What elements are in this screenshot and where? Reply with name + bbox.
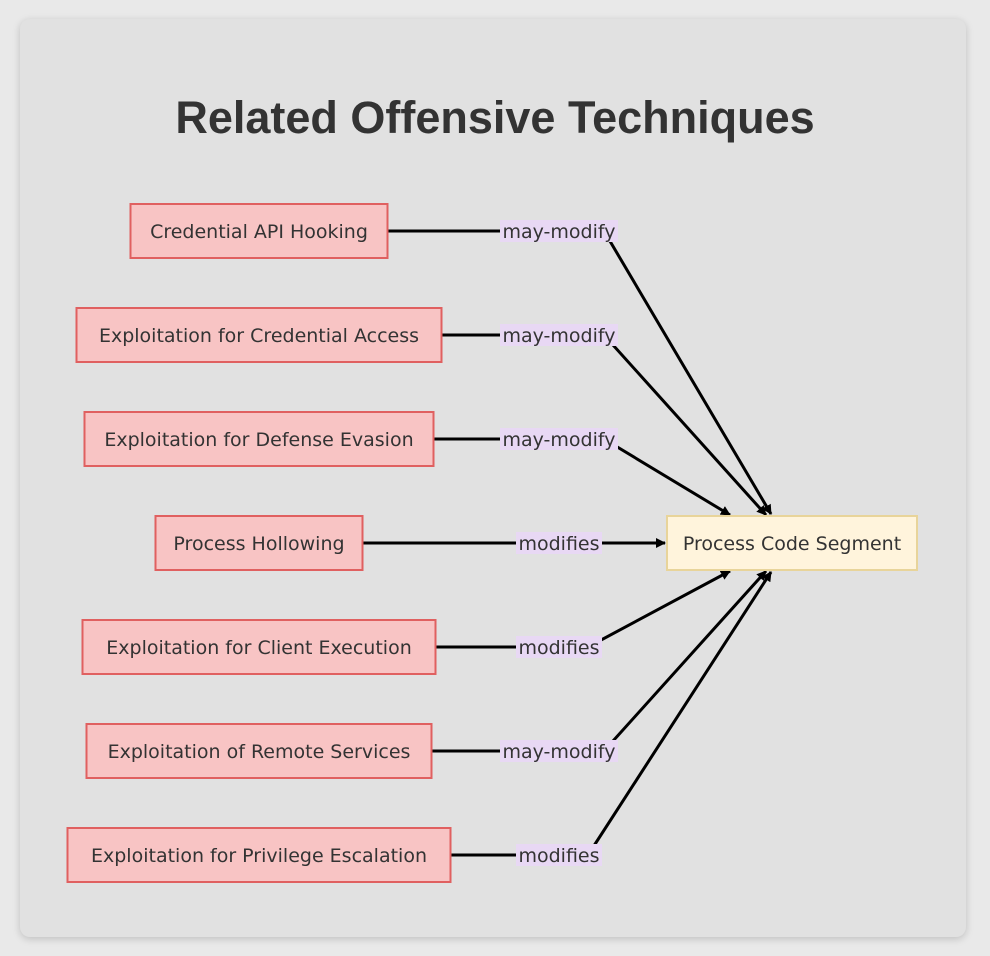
technique-node-label: Process Hollowing — [173, 533, 344, 555]
edge-label-background — [500, 220, 618, 242]
technique-node-label: Exploitation for Client Execution — [106, 637, 411, 659]
target-node[interactable]: Process Code Segment — [666, 515, 918, 571]
edge-label-text: modifies — [518, 533, 599, 555]
edge-label: may-modify — [500, 428, 618, 451]
technique-node[interactable]: Exploitation for Credential Access — [75, 307, 443, 363]
edge-label-text: modifies — [518, 637, 599, 659]
technique-node-box — [154, 515, 364, 571]
edge-label-background — [516, 636, 602, 658]
edge-label-text: may-modify — [503, 325, 616, 347]
technique-node[interactable]: Exploitation for Privilege Escalation — [66, 827, 452, 883]
edge-1 — [387, 229, 773, 515]
edge-label-text: modifies — [518, 845, 599, 867]
technique-node-box — [85, 723, 433, 779]
diagram-title: Related Offensive Techniques — [175, 92, 815, 143]
technique-node-label: Exploitation for Defense Evasion — [104, 429, 413, 451]
edge-label: may-modify — [500, 740, 618, 763]
technique-node-box — [66, 827, 452, 883]
technique-node-label: Credential API Hooking — [150, 221, 368, 243]
edge-label-background — [500, 428, 618, 450]
edge-label-background — [516, 532, 602, 554]
edge-7 — [450, 571, 773, 857]
edge-label-text: may-modify — [503, 429, 616, 451]
edge-label: may-modify — [500, 220, 618, 243]
edge-label: modifies — [516, 844, 602, 867]
technique-node-box — [81, 619, 437, 675]
technique-node-box — [83, 411, 435, 467]
edge-label-text: may-modify — [503, 741, 616, 763]
technique-node[interactable]: Exploitation for Client Execution — [81, 619, 437, 675]
technique-node-box — [75, 307, 443, 363]
technique-node[interactable]: Exploitation for Defense Evasion — [83, 411, 435, 467]
technique-node-box — [129, 203, 389, 259]
edge-5 — [435, 569, 731, 649]
edge-label-background — [500, 740, 618, 762]
diagram-card — [20, 19, 966, 937]
edge-label-background — [516, 844, 602, 866]
target-node-box — [666, 515, 918, 571]
technique-node[interactable]: Credential API Hooking — [129, 203, 389, 259]
edge-label: may-modify — [500, 324, 618, 347]
edge-label-text: may-modify — [503, 221, 616, 243]
technique-node[interactable]: Exploitation of Remote Services — [85, 723, 433, 779]
edge-label-background — [500, 324, 618, 346]
technique-node-label: Exploitation of Remote Services — [108, 741, 411, 763]
edge-label: modifies — [516, 636, 602, 659]
target-node-label: Process Code Segment — [683, 533, 901, 555]
edge-6 — [431, 569, 768, 753]
technique-node-label: Exploitation for Credential Access — [99, 325, 419, 347]
edge-labels-layer: may-modify may-modify may-modify modifies mo… — [500, 220, 618, 867]
technique-node[interactable]: Process Hollowing — [154, 515, 364, 571]
edge-label: modifies — [516, 532, 602, 555]
technique-node-label: Exploitation for Privilege Escalation — [91, 845, 427, 867]
